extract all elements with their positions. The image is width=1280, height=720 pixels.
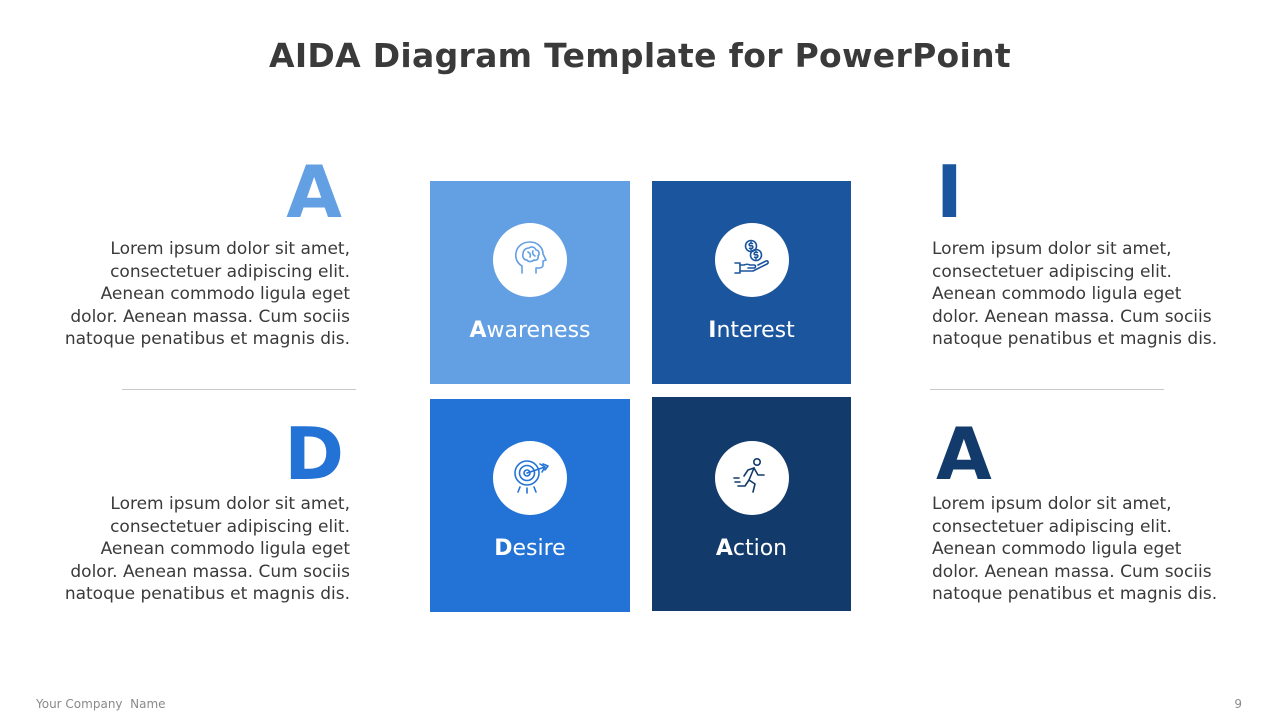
letter-action: A xyxy=(936,412,992,496)
letter-interest: I xyxy=(936,150,963,234)
desire-label: Desire xyxy=(494,536,566,561)
action-icon-circle xyxy=(714,441,789,515)
divider-right xyxy=(930,389,1164,390)
description-action: Lorem ipsum dolor sit amet, consectetuer… xyxy=(932,494,1218,604)
awareness-icon-circle xyxy=(493,223,567,297)
divider-left xyxy=(122,389,356,390)
footer-page-number: 9 xyxy=(1234,697,1242,711)
letter-awareness: A xyxy=(286,150,342,234)
letter-desire: D xyxy=(284,412,344,496)
awareness-label: Awareness xyxy=(469,318,591,343)
desire-box: Desire xyxy=(430,399,630,612)
awareness-box: Awareness xyxy=(430,181,630,384)
slide-title: AIDA Diagram Template for PowerPoint xyxy=(268,36,1012,75)
footer-company-name: Your Company Name xyxy=(36,697,166,711)
running-person-icon xyxy=(731,455,773,502)
description-awareness: Lorem ipsum dolor sit amet, consectetuer… xyxy=(64,239,350,349)
interest-icon-circle xyxy=(714,223,789,297)
hand-coins-icon xyxy=(731,237,773,284)
interest-label: Interest xyxy=(708,318,795,343)
interest-box: Interest xyxy=(652,181,851,384)
description-desire: Lorem ipsum dolor sit amet, consectetuer… xyxy=(64,494,350,604)
brain-head-icon xyxy=(509,237,551,284)
target-arrow-icon xyxy=(509,455,551,502)
desire-icon-circle xyxy=(493,441,567,515)
action-label: Action xyxy=(715,536,788,561)
description-interest: Lorem ipsum dolor sit amet, consectetuer… xyxy=(932,239,1218,349)
action-box: Action xyxy=(652,397,851,611)
